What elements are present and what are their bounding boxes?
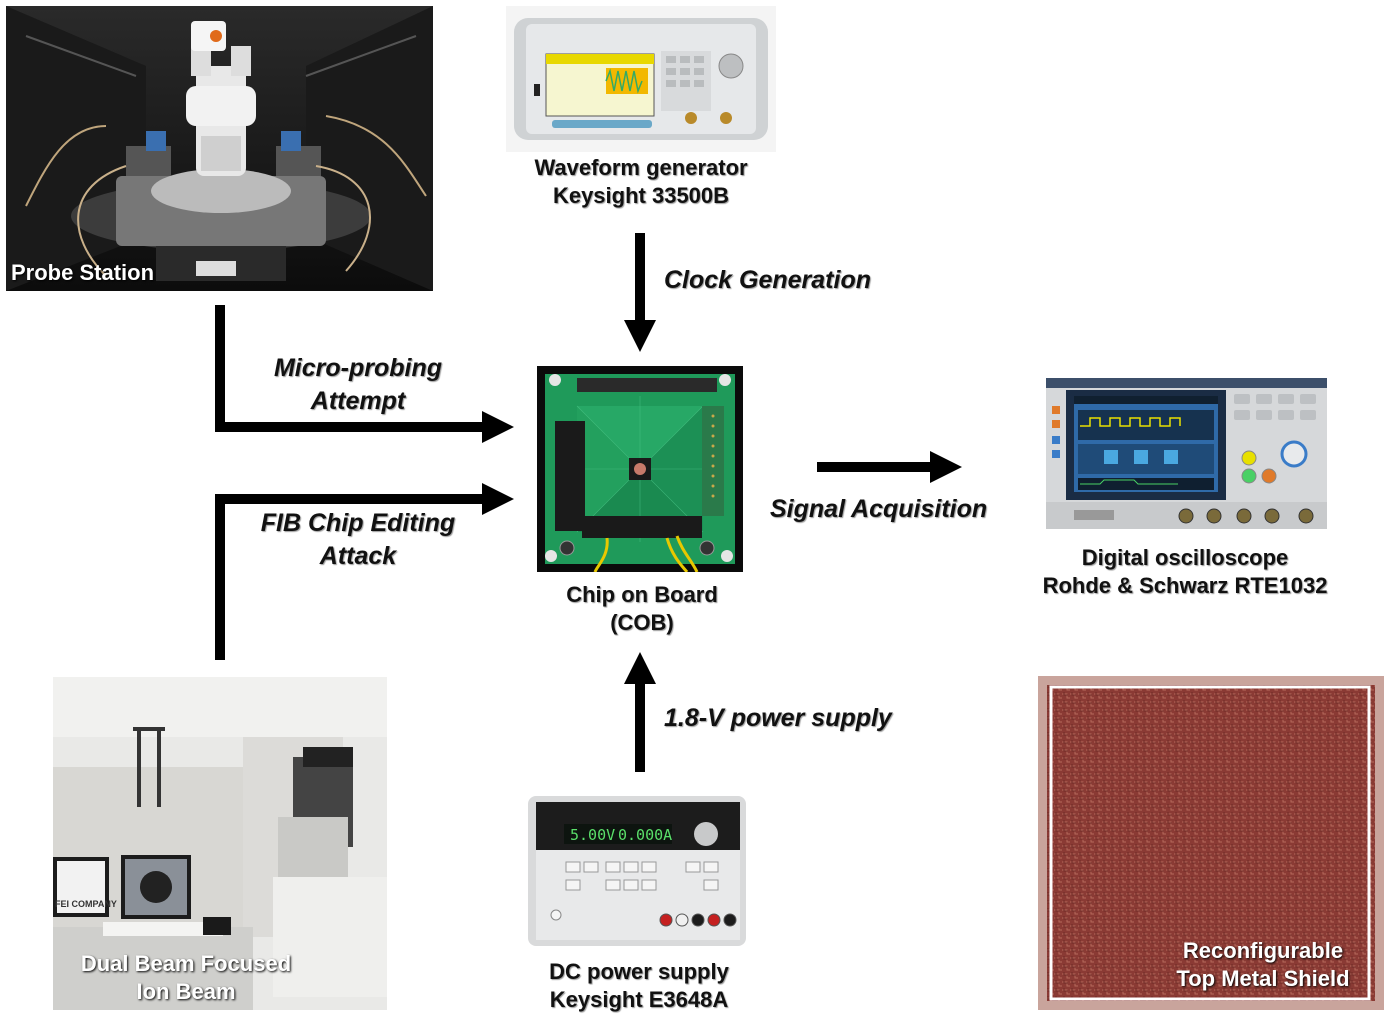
chip-on-board-caption: Chip on Board (COB) bbox=[540, 581, 744, 637]
waveform-generator-caption: Waveform generator Keysight 33500B bbox=[506, 154, 776, 210]
waveform-generator-photo bbox=[506, 6, 776, 152]
shield-overlay-line2: Top Metal Shield bbox=[1176, 966, 1350, 991]
oscilloscope-photo bbox=[1044, 376, 1329, 531]
shield-overlay-label: Reconfigurable Top Metal Shield bbox=[1158, 937, 1368, 993]
clock-arrow bbox=[624, 233, 656, 352]
dc-display-voltage: 5.00V bbox=[570, 826, 615, 844]
fib-attack-line1: FIB Chip Editing bbox=[260, 509, 456, 537]
fib-overlay-line2: Ion Beam bbox=[136, 979, 236, 1004]
microprobing-label: Micro-probing Attempt bbox=[243, 352, 473, 418]
chip-on-board-title: Chip on Board bbox=[566, 582, 718, 607]
chip-on-board-photo bbox=[537, 366, 743, 572]
probe-station-photo: Probe Station bbox=[6, 6, 433, 291]
fib-attack-line2: Attack bbox=[319, 542, 397, 570]
power-supply-label: 1.8-V power supply bbox=[664, 704, 892, 732]
top-metal-shield-image: Reconfigurable Top Metal Shield bbox=[1038, 676, 1384, 1010]
dc-power-supply-caption: DC power supply Keysight E3648A bbox=[500, 958, 778, 1014]
power-arrow bbox=[624, 652, 656, 772]
dc-display-current: 0.000A bbox=[618, 826, 672, 844]
fib-photo: FEI COMPANY Dual Beam Focused Ion Beam bbox=[53, 677, 387, 1010]
oscilloscope-title: Digital oscilloscope bbox=[1081, 545, 1289, 570]
waveform-generator-title: Waveform generator bbox=[534, 155, 748, 180]
waveform-generator-model: Keysight 33500B bbox=[552, 183, 730, 208]
signal-arrow bbox=[817, 451, 962, 483]
oscilloscope-caption: Digital oscilloscope Rohde & Schwarz RTE… bbox=[1020, 544, 1350, 600]
fib-arrow bbox=[215, 483, 514, 660]
microprobing-arrow bbox=[215, 305, 514, 443]
microprobing-line2: Attempt bbox=[310, 387, 406, 415]
dc-power-supply-model: Keysight E3648A bbox=[549, 987, 729, 1012]
microprobing-line1: Micro-probing bbox=[273, 354, 443, 382]
fib-overlay-line1: Dual Beam Focused bbox=[80, 951, 292, 976]
fib-overlay-label: Dual Beam Focused Ion Beam bbox=[53, 950, 319, 1006]
fib-monitor-text: FEI COMPANY bbox=[55, 899, 117, 909]
signal-acquisition-label: Signal Acquisition bbox=[770, 495, 988, 523]
probe-station-label: Probe Station bbox=[11, 260, 155, 285]
dc-power-supply-title: DC power supply bbox=[549, 959, 729, 984]
oscilloscope-model: Rohde & Schwarz RTE1032 bbox=[1042, 573, 1328, 598]
chip-on-board-subtitle: (COB) bbox=[610, 610, 674, 635]
clock-generation-label: Clock Generation bbox=[664, 266, 871, 294]
shield-overlay-line1: Reconfigurable bbox=[1182, 938, 1344, 963]
dc-power-supply-photo: 5.00V 0.000A bbox=[526, 790, 758, 952]
fib-attack-label: FIB Chip Editing Attack bbox=[243, 507, 473, 573]
